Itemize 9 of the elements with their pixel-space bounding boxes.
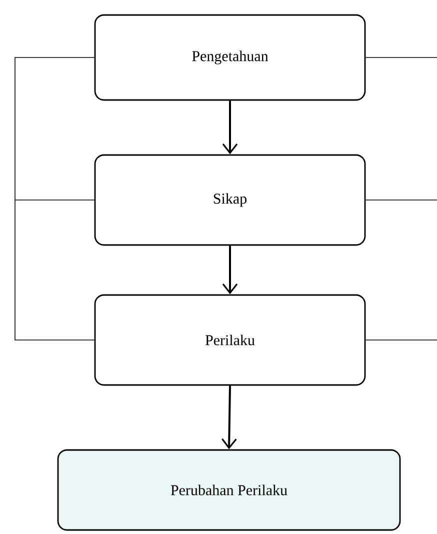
connector-line — [365, 57, 437, 58]
connector-line — [14, 57, 95, 340]
arrow — [222, 246, 238, 294]
arrow — [222, 386, 237, 450]
process-box: Sikap — [94, 154, 366, 246]
process-box: Perilaku — [94, 294, 366, 386]
process-box: Pengetahuan — [94, 14, 366, 101]
process-box: Perubahan Perilaku — [57, 449, 401, 531]
arrow — [222, 100, 238, 154]
